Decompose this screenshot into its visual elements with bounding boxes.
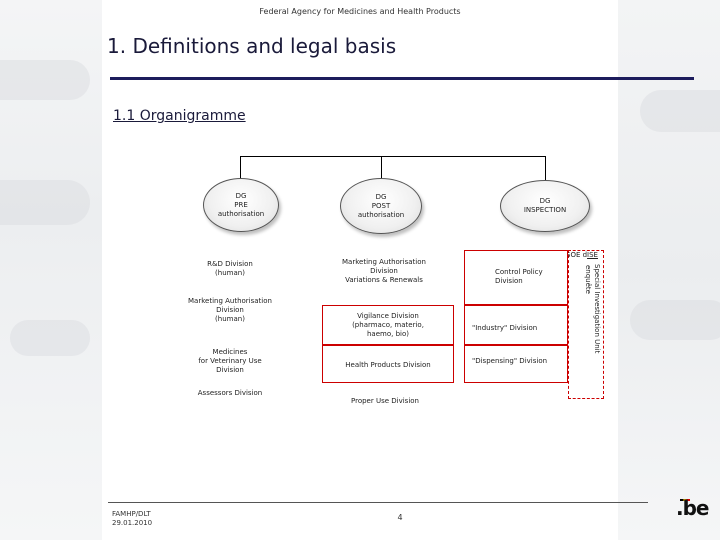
connector-post [381,156,382,180]
belgian-flag-icon [680,499,690,501]
background-pill [10,320,90,356]
connector-pre [240,156,241,180]
health-products-division-node: Health Products Division [322,345,454,383]
background-right-panel [618,0,720,540]
vigilance-division-node: Vigilance Division (pharmaco, materio, h… [322,305,454,345]
proper-use-division-node: Proper Use Division [351,397,419,405]
footer-rule [108,502,648,503]
marketing-authorisation-variations-node: Marketing Authorisation Division Variati… [342,258,426,284]
agency-header: Federal Agency for Medicines and Health … [259,7,461,16]
dg-inspection-node: DG INSPECTION [500,180,590,232]
enquete-label: enquête [584,265,592,294]
background-pill [630,300,720,340]
marketing-authorisation-human-node: Marketing Authorisation Division (human) [188,297,272,323]
veterinary-division-node: Medicines for Veterinary Use Division [198,348,262,374]
background-pill [0,180,90,225]
top-connector [240,156,545,157]
dg-pre-authorisation-node: DG PRE authorisation [203,178,279,232]
control-policy-division-node: Control Policy Division [464,250,568,305]
be-logo: .be [676,496,709,520]
page-title: 1. Definitions and legal basis [107,34,397,58]
industry-division-node: "Industry" Division [464,305,568,345]
footer-date: 29.01.2010 [112,519,153,527]
connector-inspection [545,156,546,180]
title-rule [110,77,694,80]
background-pill [640,90,720,132]
special-investigation-unit-label: Special Investigation Unit [593,264,601,354]
page-number: 4 [397,513,403,522]
footer-org: FAMHP/DLT [112,510,151,518]
section-title: 1.1 Organigramme [113,108,246,124]
dispensing-division-node: "Dispensing" Division [464,345,568,383]
assessors-division-node: Assessors Division [197,389,263,397]
dg-post-authorisation-node: DG POST authorisation [340,178,422,234]
background-pill [0,60,90,100]
soe-label: SOE dISE [566,251,598,259]
special-investigation-unit-box [568,250,604,399]
rd-division-node: R&D Division (human) [207,260,253,277]
